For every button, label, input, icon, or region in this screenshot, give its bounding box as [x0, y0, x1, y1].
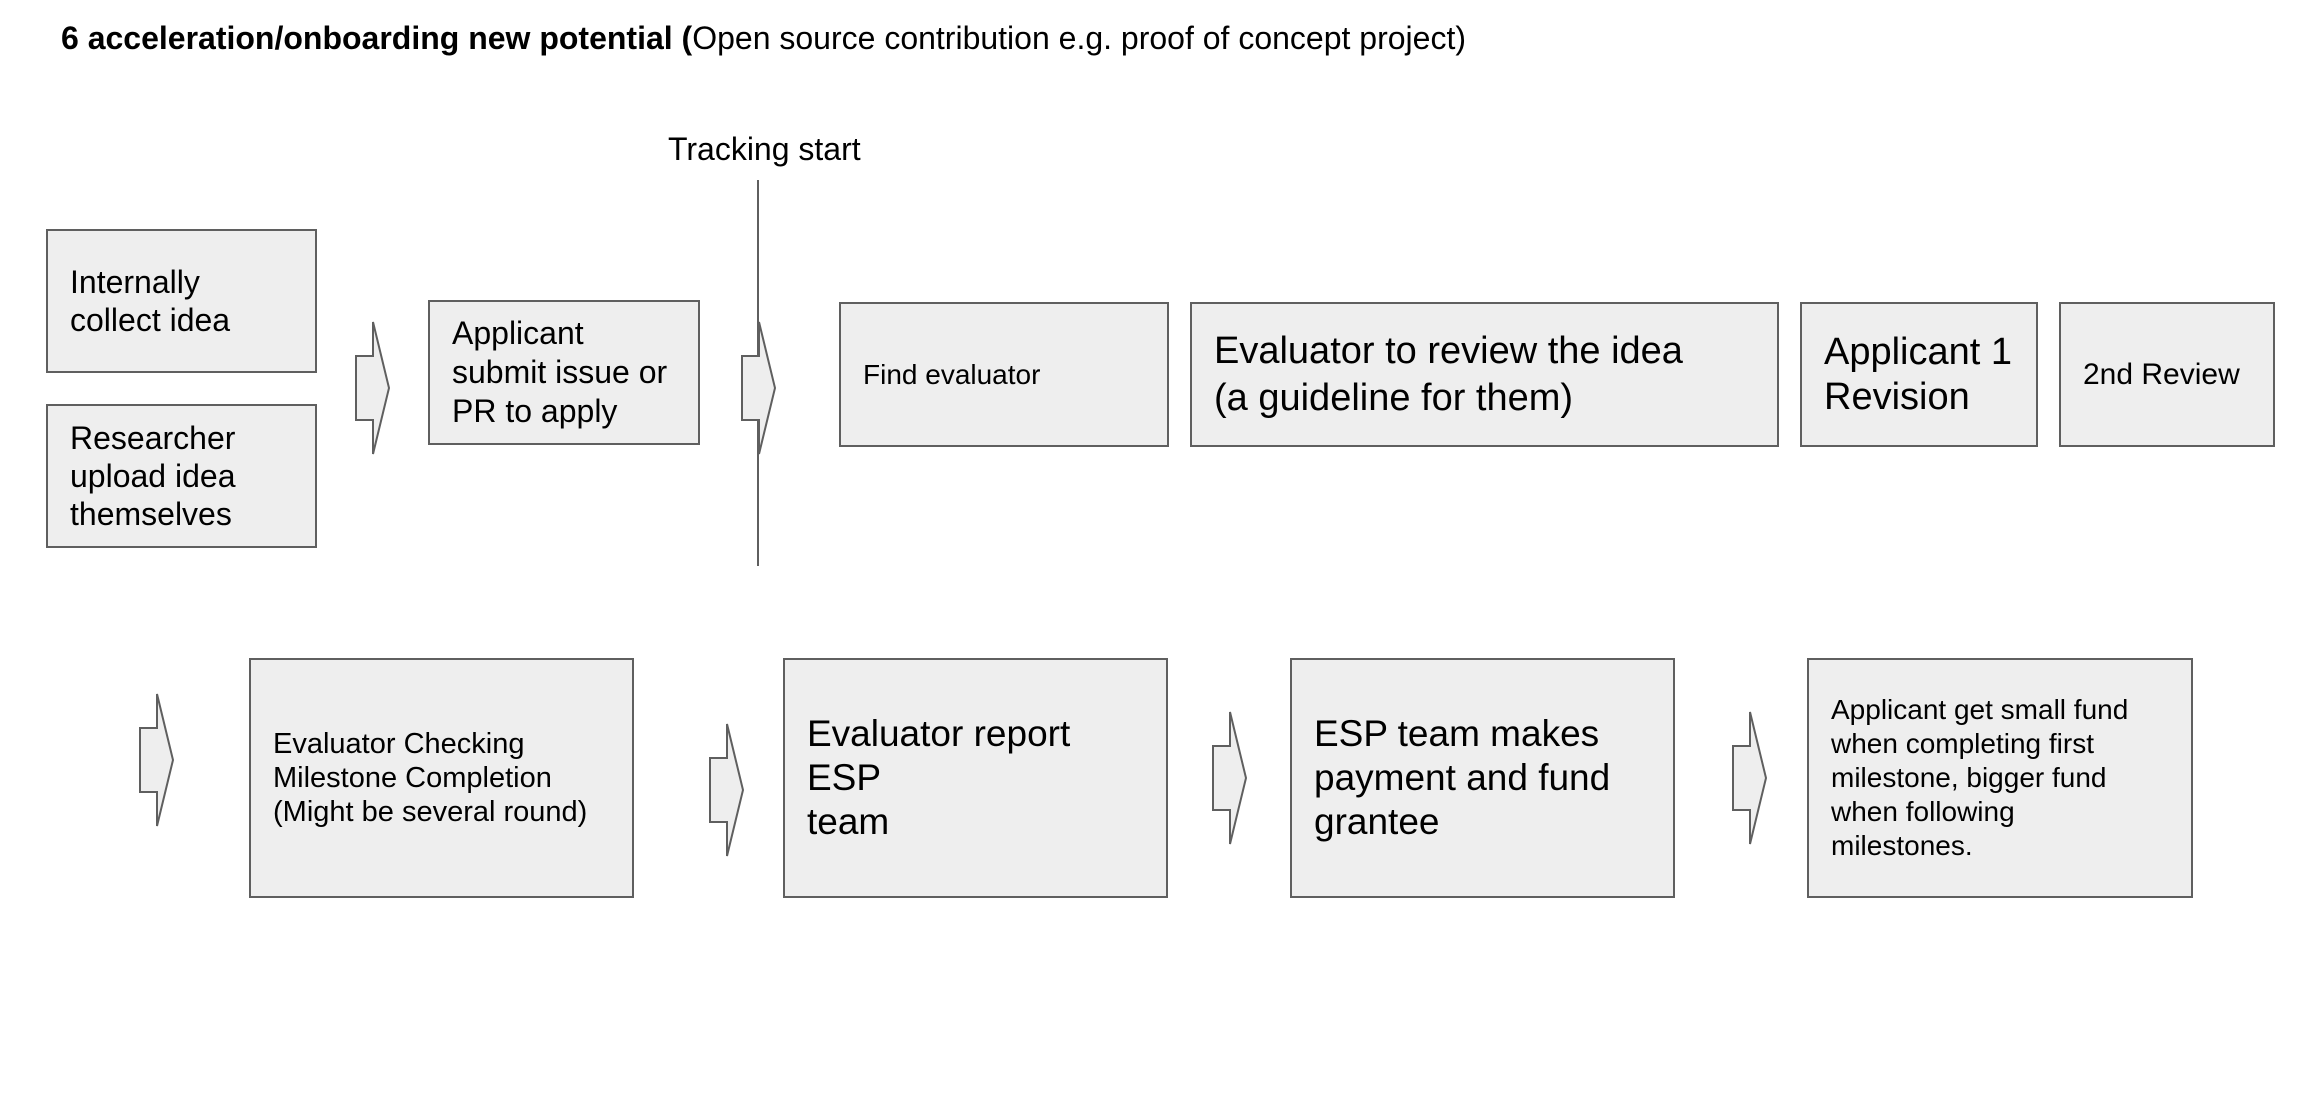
flow-arrow [741, 321, 777, 455]
step-applicant-revision: Applicant 1 Revision [1800, 302, 2038, 447]
step-label: Applicant 1 Revision [1824, 330, 2013, 418]
diagram-title-bold: 6 acceleration/onboarding new potential … [61, 20, 693, 56]
step-applicant-submit: Applicant submit issue or PR to apply [428, 300, 700, 445]
step-internally-collect-idea: Internally collect idea [46, 229, 317, 373]
step-label: Find evaluator [863, 358, 1041, 390]
flow-arrow [709, 723, 745, 857]
step-applicant-get-fund: Applicant get small fund when completing… [1807, 658, 2193, 898]
step-label: Evaluator report ESP team [807, 713, 1071, 842]
step-researcher-upload-idea: Researcher upload idea themselves [46, 404, 317, 548]
step-find-evaluator: Find evaluator [839, 302, 1169, 447]
step-label: 2nd Review [2083, 357, 2240, 391]
step-evaluator-report: Evaluator report ESP team [783, 658, 1168, 898]
step-label: Evaluator to review the idea (a guidelin… [1214, 329, 1683, 419]
step-second-review: 2nd Review [2059, 302, 2275, 447]
flow-arrow [1732, 711, 1768, 845]
flow-arrow [139, 693, 175, 827]
step-evaluator-checking-milestone: Evaluator Checking Milestone Completion … [249, 658, 634, 898]
step-label: Internally collect idea [70, 264, 231, 338]
step-label: Evaluator Checking Milestone Completion … [273, 728, 588, 828]
step-label: Researcher upload idea themselves [70, 420, 236, 532]
step-evaluator-review: Evaluator to review the idea (a guidelin… [1190, 302, 1779, 447]
step-label: ESP team makes payment and fund grantee [1314, 713, 1611, 842]
flow-arrow [355, 321, 391, 455]
diagram-title: 6 acceleration/onboarding new potential … [61, 18, 1466, 58]
step-label: Applicant submit issue or PR to apply [452, 315, 668, 429]
diagram-title-subtitle: Open source contribution e.g. proof of c… [692, 20, 1466, 56]
step-esp-payment: ESP team makes payment and fund grantee [1290, 658, 1675, 898]
tracking-start-label: Tracking start [668, 131, 861, 167]
flow-arrow [1212, 711, 1248, 845]
step-label: Applicant get small fund when completing… [1831, 694, 2129, 861]
